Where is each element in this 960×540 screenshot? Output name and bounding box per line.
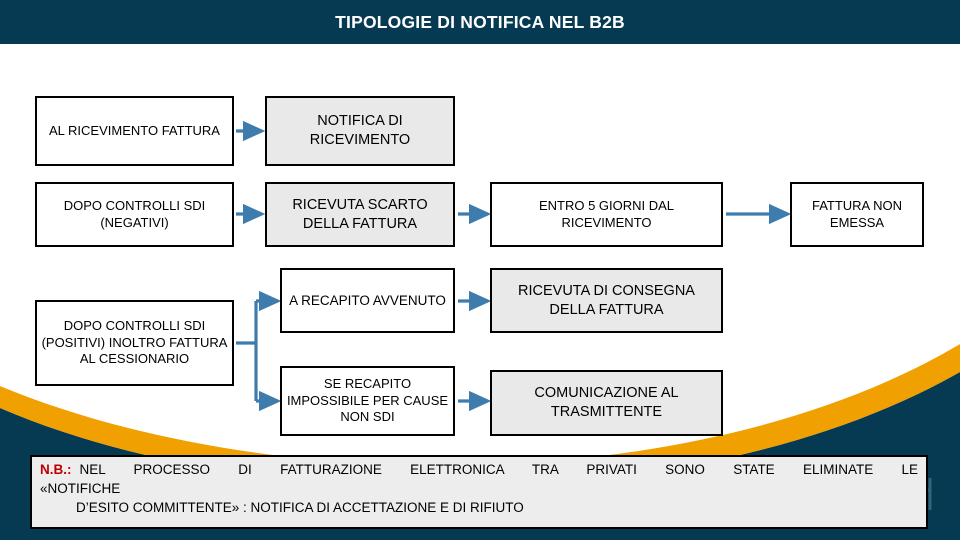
flow-box-a-recapito-avvenuto[interactable]: A RECAPITO AVVENUTO bbox=[280, 268, 455, 333]
flow-box-label: ENTRO 5 GIORNI DAL RICEVIMENTO bbox=[538, 197, 675, 230]
flow-box-ricevuta-scarto-della-fattura[interactable]: RICEVUTA SCARTO DELLA FATTURA bbox=[265, 182, 455, 247]
note-nb-label: N.B.: bbox=[40, 462, 72, 477]
flow-box-label: A RECAPITO AVVENUTO bbox=[289, 292, 446, 308]
flow-box-label: RICEVUTA DI CONSEGNA DELLA FATTURA bbox=[518, 282, 695, 318]
flow-box-notifica-di-ricevimento[interactable]: NOTIFICA DI RICEVIMENTO bbox=[265, 96, 455, 166]
flow-box-fattura-non-emessa[interactable]: FATTURA NON EMESSA bbox=[790, 182, 924, 247]
note-line-2: «NOTIFICHE bbox=[40, 481, 121, 497]
note-line-3: D’ESITO COMMITTENTE» : NOTIFICA DI ACCET… bbox=[76, 500, 524, 516]
flow-box-entro-5-giorni-dal-ricevimento[interactable]: ENTRO 5 GIORNI DAL RICEVIMENTO bbox=[490, 182, 723, 247]
flow-box-label: RICEVUTA SCARTO DELLA FATTURA bbox=[292, 196, 428, 232]
note-line-1-text: NEL PROCESSO DI FATTURAZIONE ELETTRONICA… bbox=[79, 462, 919, 477]
flow-box-al-ricevimento-fattura[interactable]: AL RICEVIMENTO FATTURA bbox=[35, 96, 234, 166]
flow-box-se-recapito-impossibile[interactable]: SE RECAPITO IMPOSSIBILE PER CAUSE NON SD… bbox=[280, 366, 455, 436]
flow-box-comunicazione-al-trasmittente[interactable]: COMUNICAZIONE AL TRASMITTENTE bbox=[490, 370, 723, 436]
flow-box-dopo-controlli-sdi-negativi[interactable]: DOPO CONTROLLI SDI (NEGATIVI) bbox=[35, 182, 234, 247]
note-line-1: N.B.: NEL PROCESSO DI FATTURAZIONE ELETT… bbox=[40, 461, 918, 479]
flow-box-label: NOTIFICA DI RICEVIMENTO bbox=[309, 113, 411, 148]
flow-box-label: FATTURA NON EMESSA bbox=[811, 197, 903, 230]
flow-box-dopo-controlli-sdi-positivi[interactable]: DOPO CONTROLLI SDI (POSITIVI) INOLTRO FA… bbox=[35, 300, 234, 386]
flow-box-label: DOPO CONTROLLI SDI (POSITIVI) INOLTRO FA… bbox=[41, 318, 228, 367]
flow-box-label: COMUNICAZIONE AL TRASMITTENTE bbox=[534, 385, 679, 420]
flow-box-ricevuta-di-consegna-della-fattura[interactable]: RICEVUTA DI CONSEGNA DELLA FATTURA bbox=[490, 268, 723, 333]
page-title: TIPOLOGIE DI NOTIFICA NEL B2B bbox=[335, 11, 625, 32]
flow-box-label: AL RICEVIMENTO FATTURA bbox=[49, 122, 220, 138]
flow-box-label: SE RECAPITO IMPOSSIBILE PER CAUSE NON SD… bbox=[286, 376, 449, 425]
title-bar bbox=[0, 0, 960, 44]
flow-box-label: DOPO CONTROLLI SDI (NEGATIVI) bbox=[63, 197, 206, 230]
note-box: N.B.: NEL PROCESSO DI FATTURAZIONE ELETT… bbox=[30, 455, 928, 529]
